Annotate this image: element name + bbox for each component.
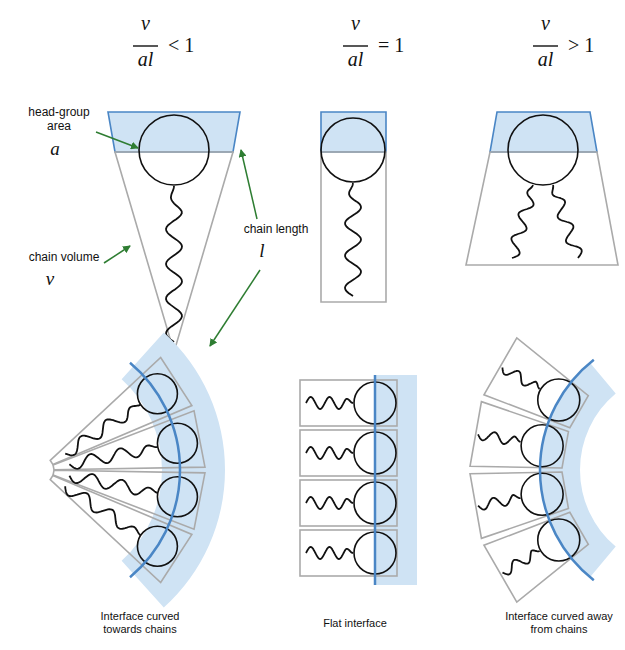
packing-block <box>300 430 397 476</box>
parameter-symbol: v <box>35 268 65 290</box>
packing-wedge <box>484 512 588 602</box>
head-group <box>139 115 209 185</box>
fraction-numerator: v <box>340 12 371 35</box>
parameter-name: head-group area <box>20 106 98 134</box>
fraction-bar <box>533 45 558 46</box>
packing-block <box>300 380 397 426</box>
fraction-numerator: v <box>530 12 561 35</box>
lipid-chain <box>306 397 353 409</box>
lipid-chain <box>503 368 540 390</box>
packing-wedge <box>484 338 588 428</box>
packing-block <box>300 480 397 526</box>
leader-arrow <box>96 132 138 148</box>
packing-wedge <box>50 475 192 582</box>
panel-caption: Interface curved away from chains <box>500 610 618 635</box>
parameter-name: chain volume <box>22 251 106 265</box>
lipid-chain <box>306 547 353 559</box>
lipid-chain <box>503 550 540 574</box>
parameter-symbol: a <box>40 138 70 160</box>
lipid-chain <box>511 185 533 258</box>
ratio-relation: > 1 <box>568 34 594 57</box>
panel-caption: Flat interface <box>295 617 415 630</box>
lipid-chain <box>69 446 157 469</box>
ratio-relation: < 1 <box>168 34 194 57</box>
interface-line <box>540 360 594 581</box>
fraction-denominator: al <box>335 48 376 71</box>
fraction-bar <box>343 45 368 46</box>
head-group <box>321 118 385 182</box>
ratio-relation: = 1 <box>378 34 404 57</box>
lipid-chain <box>65 486 140 535</box>
lipid-chain <box>306 447 353 459</box>
fraction-denominator: al <box>525 48 566 71</box>
panel-caption: Interface curved towards chains <box>80 610 200 635</box>
lipid-chain <box>478 432 520 444</box>
lipid-chain <box>306 497 353 509</box>
packing-truncated-cone <box>466 152 618 265</box>
leader-arrow <box>104 246 130 263</box>
fraction-numerator: v <box>130 12 161 35</box>
lipid-chain <box>65 405 140 456</box>
packing-wedge <box>53 411 205 470</box>
length-arrow <box>241 150 257 219</box>
packing-wedge <box>53 470 205 529</box>
lipid-chain <box>69 474 157 494</box>
parameter-symbol: l <box>250 240 274 262</box>
lipid-chain <box>478 495 520 510</box>
head-group <box>508 115 578 185</box>
packing-block <box>300 530 397 576</box>
lipid-chain <box>166 186 182 342</box>
head-group-region <box>490 112 597 152</box>
fraction-denominator: al <box>125 48 166 71</box>
water-region <box>540 363 616 577</box>
parameter-name: chain length <box>236 223 316 237</box>
lipid-chain <box>345 183 361 296</box>
length-arrow <box>210 270 260 346</box>
packing-cone <box>115 152 233 352</box>
water-region <box>122 333 225 608</box>
packing-cylinder <box>321 152 386 302</box>
fraction-bar <box>133 45 158 46</box>
lipid-chain <box>552 185 582 258</box>
head-group-region <box>108 112 240 152</box>
interface-line <box>374 375 377 585</box>
interface-line <box>130 363 180 577</box>
